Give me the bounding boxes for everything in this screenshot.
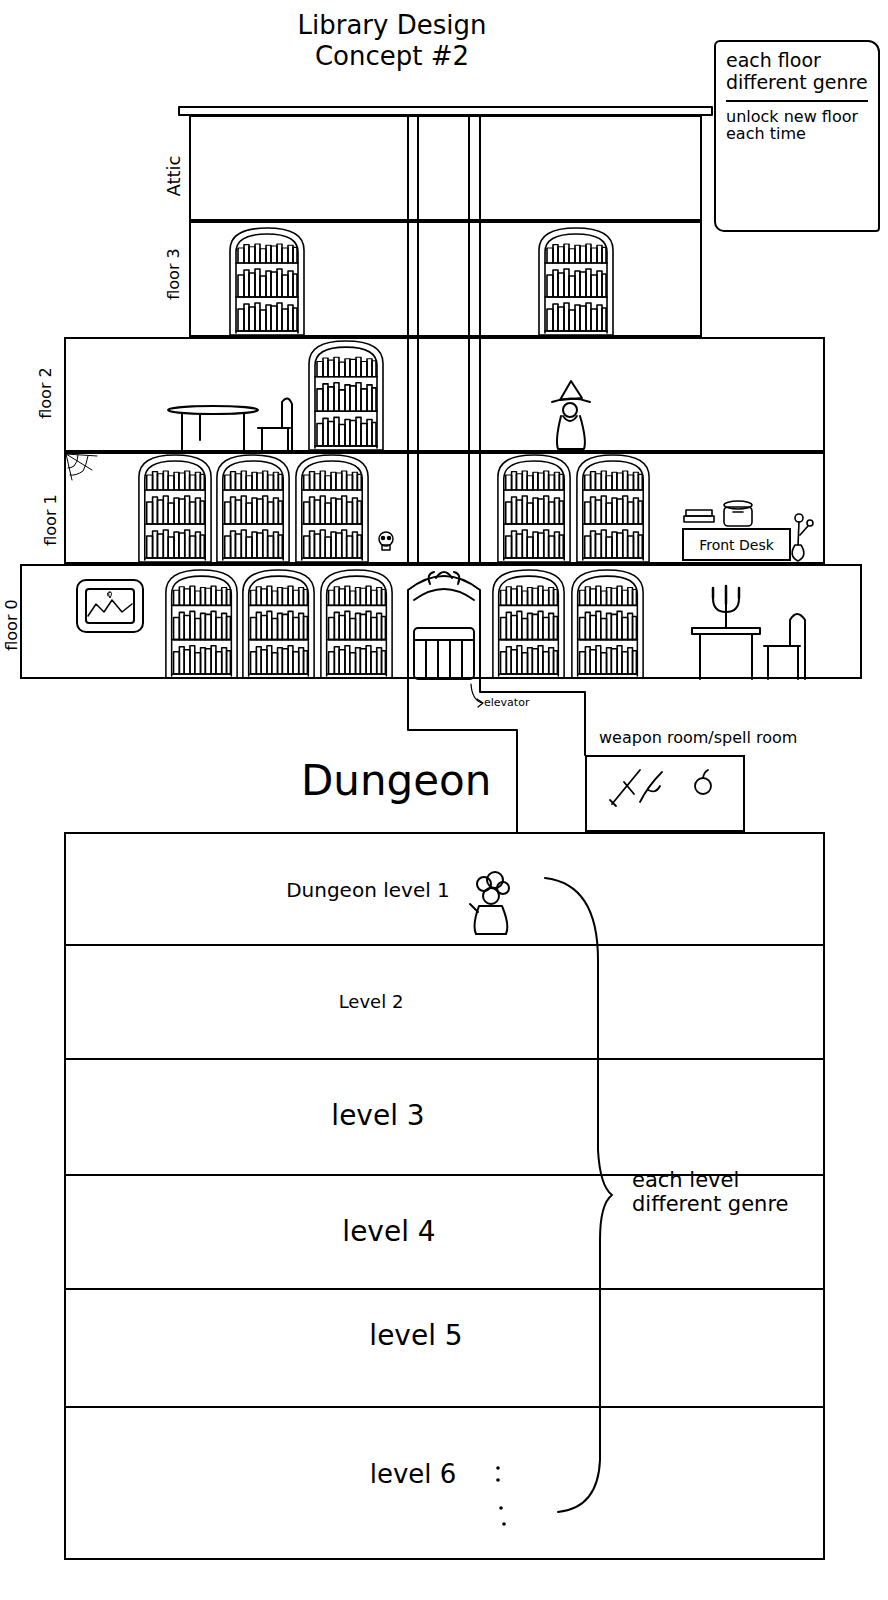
elevator-pointer — [471, 684, 483, 707]
note-text: unlock new floor each time — [726, 108, 868, 143]
dungeon-level: level 6 — [66, 1408, 823, 1558]
cobweb — [66, 454, 97, 480]
note-text: each floor different genre — [726, 50, 868, 102]
floor-band: floor 2 — [64, 337, 825, 452]
level-label: level 5 — [369, 1321, 462, 1352]
adventurer-figure — [470, 872, 509, 934]
level-label: Dungeon level 1 — [286, 879, 450, 901]
room-heading: weapon room/spell room — [599, 729, 797, 747]
reading-table — [168, 398, 292, 450]
elevator-label: elevator — [484, 697, 529, 709]
floor-label: floor 1 — [42, 494, 60, 546]
floor-label: floor 2 — [37, 367, 55, 419]
level-label: Level 2 — [339, 992, 404, 1012]
level-label: level 3 — [331, 1101, 424, 1132]
weapons — [610, 770, 711, 806]
painting — [77, 580, 143, 632]
genre-brace — [545, 878, 612, 1512]
wizard-figure — [552, 381, 590, 449]
dungeon-level: Level 2 — [66, 946, 823, 1060]
floor-label: floor 0 — [3, 599, 21, 651]
candle-table — [692, 586, 805, 679]
floor-label: Attic — [164, 155, 184, 196]
continuation-dots — [496, 1466, 506, 1526]
roof — [179, 107, 712, 115]
elevator-cab — [408, 572, 480, 679]
level-label: level 6 — [370, 1460, 457, 1489]
floor-band: floor 0 — [20, 564, 862, 679]
dungeon-heading: Dungeon — [301, 758, 491, 804]
attic-band: Attic — [189, 115, 702, 221]
dungeon-level: Dungeon level 1 — [66, 834, 823, 946]
desk-label: Front Desk — [699, 537, 774, 553]
dungeon-level: level 5 — [66, 1290, 823, 1408]
weapon-room: weapon room/spell room — [585, 755, 745, 832]
floor-label: floor 3 — [165, 248, 183, 300]
dungeon-level: level 3 — [66, 1060, 823, 1176]
genre-note: each level different genre — [632, 1168, 820, 1216]
skull — [379, 532, 393, 550]
floor-band: floor 3 — [189, 221, 702, 337]
note-box: each floor different genre unlock new flo… — [714, 40, 880, 232]
desk-items — [684, 501, 813, 561]
title: Library Design Concept #2 — [292, 10, 492, 72]
front-desk: Front Desk — [682, 528, 791, 561]
level-label: level 4 — [342, 1217, 435, 1248]
floor-band: floor 1Front Desk — [64, 452, 825, 564]
